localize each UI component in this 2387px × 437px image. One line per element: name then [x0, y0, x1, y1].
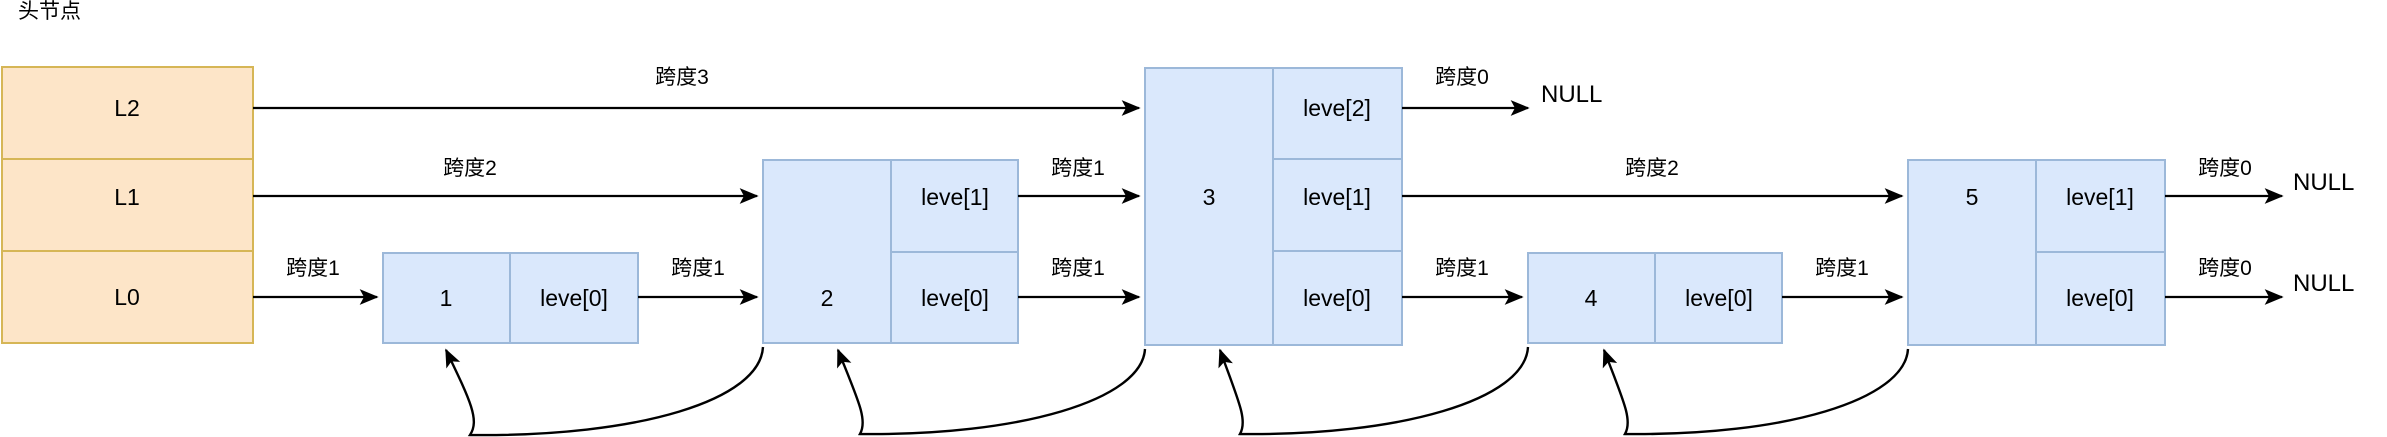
node-4-level-0-cell: leve[0] [1685, 285, 1753, 311]
span-label-node2-l0: 跨度1 [1051, 257, 1105, 280]
span-label-head-l1: 跨度2 [443, 157, 497, 180]
span-label-node2-l1: 跨度1 [1051, 157, 1105, 180]
span-label-node5-l0: 跨度0 [2198, 257, 2252, 280]
span-label-head-l2: 跨度3 [655, 66, 709, 89]
head-node: L2 L1 L0 [1, 66, 254, 344]
head-node-box [1, 66, 254, 344]
node-5-value: 5 [1966, 184, 1979, 210]
head-level-label-l1: L1 [114, 184, 140, 210]
head-level-label-l2: L2 [114, 95, 140, 121]
backlink-node3-to-node2 [836, 348, 1147, 436]
node-1-value: 1 [440, 285, 453, 311]
node-4: 4 leve[0] [1527, 252, 1783, 344]
span-label-node1-l0: 跨度1 [671, 257, 725, 280]
node-5-level-1-cell: leve[1] [2066, 184, 2134, 210]
span-label-head-l0: 跨度1 [286, 257, 340, 280]
backlink-node5-to-node4 [1602, 348, 1910, 436]
backlink-node2-to-node1 [444, 346, 765, 437]
node-3-level-1-cell: leve[1] [1303, 184, 1371, 210]
span-label-node3-l0: 跨度1 [1435, 257, 1489, 280]
node-2-value: 2 [821, 285, 834, 311]
node-3-value: 3 [1203, 184, 1216, 210]
node-2-level-0-cell: leve[0] [921, 285, 989, 311]
node-3: 3 leve[2] leve[1] leve[0] [1144, 67, 1403, 346]
null-label-level0: NULL [2293, 270, 2354, 297]
span-label-node5-l1: 跨度0 [2198, 157, 2252, 180]
node-2-level-1-cell: leve[1] [921, 184, 989, 210]
node-1: 1 leve[0] [382, 252, 639, 344]
diagram-title: 头节点 [18, 0, 81, 23]
node-5-level-0-cell: leve[0] [2066, 285, 2134, 311]
node-4-value: 4 [1585, 285, 1598, 311]
node-1-level-0-cell: leve[0] [540, 285, 608, 311]
span-label-node4-l0: 跨度1 [1815, 257, 1869, 280]
node-3-level-0-cell: leve[0] [1303, 285, 1371, 311]
null-label-level1: NULL [2293, 169, 2354, 196]
span-label-node3-l2: 跨度0 [1435, 66, 1489, 89]
node-5: 5 leve[1] leve[0] [1907, 159, 2166, 346]
node-3-level-2-cell: leve[2] [1303, 95, 1371, 121]
null-label-level2: NULL [1541, 81, 1602, 108]
backlink-node4-to-node3 [1218, 346, 1530, 436]
span-label-node3-l1: 跨度2 [1625, 157, 1679, 180]
node-2: 2 leve[1] leve[0] [762, 159, 1019, 344]
head-level-label-l0: L0 [114, 284, 140, 310]
